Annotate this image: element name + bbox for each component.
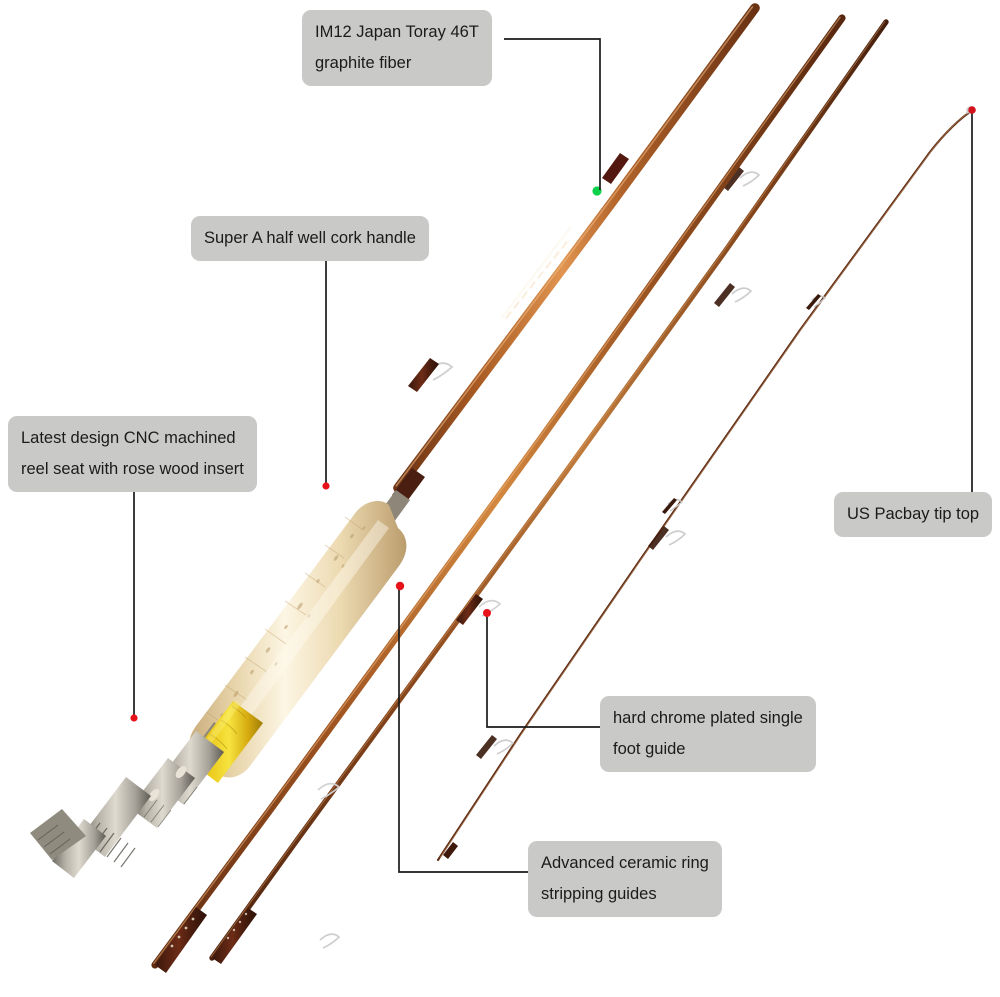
callout-stripping-guides-line-1: Advanced ceramic ring	[541, 854, 709, 872]
leader-single-foot-guide	[486, 614, 600, 728]
marker-dot-stripping-guide	[395, 581, 405, 591]
marker-dot-single-foot-guide	[483, 609, 491, 617]
callout-stripping-guides-line-2: stripping guides	[541, 885, 657, 903]
rod-section-butt	[30, 3, 760, 878]
leader-lines	[133, 38, 973, 873]
callout-reel-seat-line-2: reel seat with rose wood insert	[21, 460, 244, 478]
reel-seat-hardware	[30, 731, 224, 878]
rod-section-third	[209, 19, 889, 964]
marker-dot-reel-seat	[130, 714, 138, 722]
callout-single-foot-guide-line-2: foot guide	[613, 740, 686, 758]
callout-stripping-guides[interactable]: Advanced ceramic ring stripping guides	[528, 841, 722, 917]
rod-section-second	[151, 14, 846, 973]
callout-cork-handle[interactable]: Super A half well cork handle	[191, 216, 429, 261]
marker-dot-cork-handle	[322, 482, 330, 490]
leader-graphite-fiber	[504, 38, 601, 190]
leader-stripping-guides	[398, 588, 528, 873]
rod-section-tip	[436, 106, 976, 862]
callout-reel-seat-line-1: Latest design CNC machined	[21, 429, 236, 447]
marker-dots	[130, 106, 976, 722]
callout-graphite-fiber-line-2: graphite fiber	[315, 54, 412, 72]
marker-dot-tip-top	[968, 106, 976, 114]
callout-graphite-fiber[interactable]: IM12 Japan Toray 46T graphite fiber	[302, 10, 492, 86]
callout-graphite-fiber-line-1: IM12 Japan Toray 46T	[315, 23, 479, 41]
callout-cork-handle-line-1: Super A half well cork handle	[204, 229, 416, 247]
callout-reel-seat[interactable]: Latest design CNC machined reel seat wit…	[8, 416, 257, 492]
callout-tip-top[interactable]: US Pacbay tip top	[834, 492, 993, 537]
callout-tip-top-line-1: US Pacbay tip top	[847, 505, 980, 523]
blank-logo-print	[500, 226, 572, 320]
callout-single-foot-guide-line-1: hard chrome plated single	[613, 709, 803, 727]
callout-single-foot-guide[interactable]: hard chrome plated single foot guide	[600, 696, 816, 772]
